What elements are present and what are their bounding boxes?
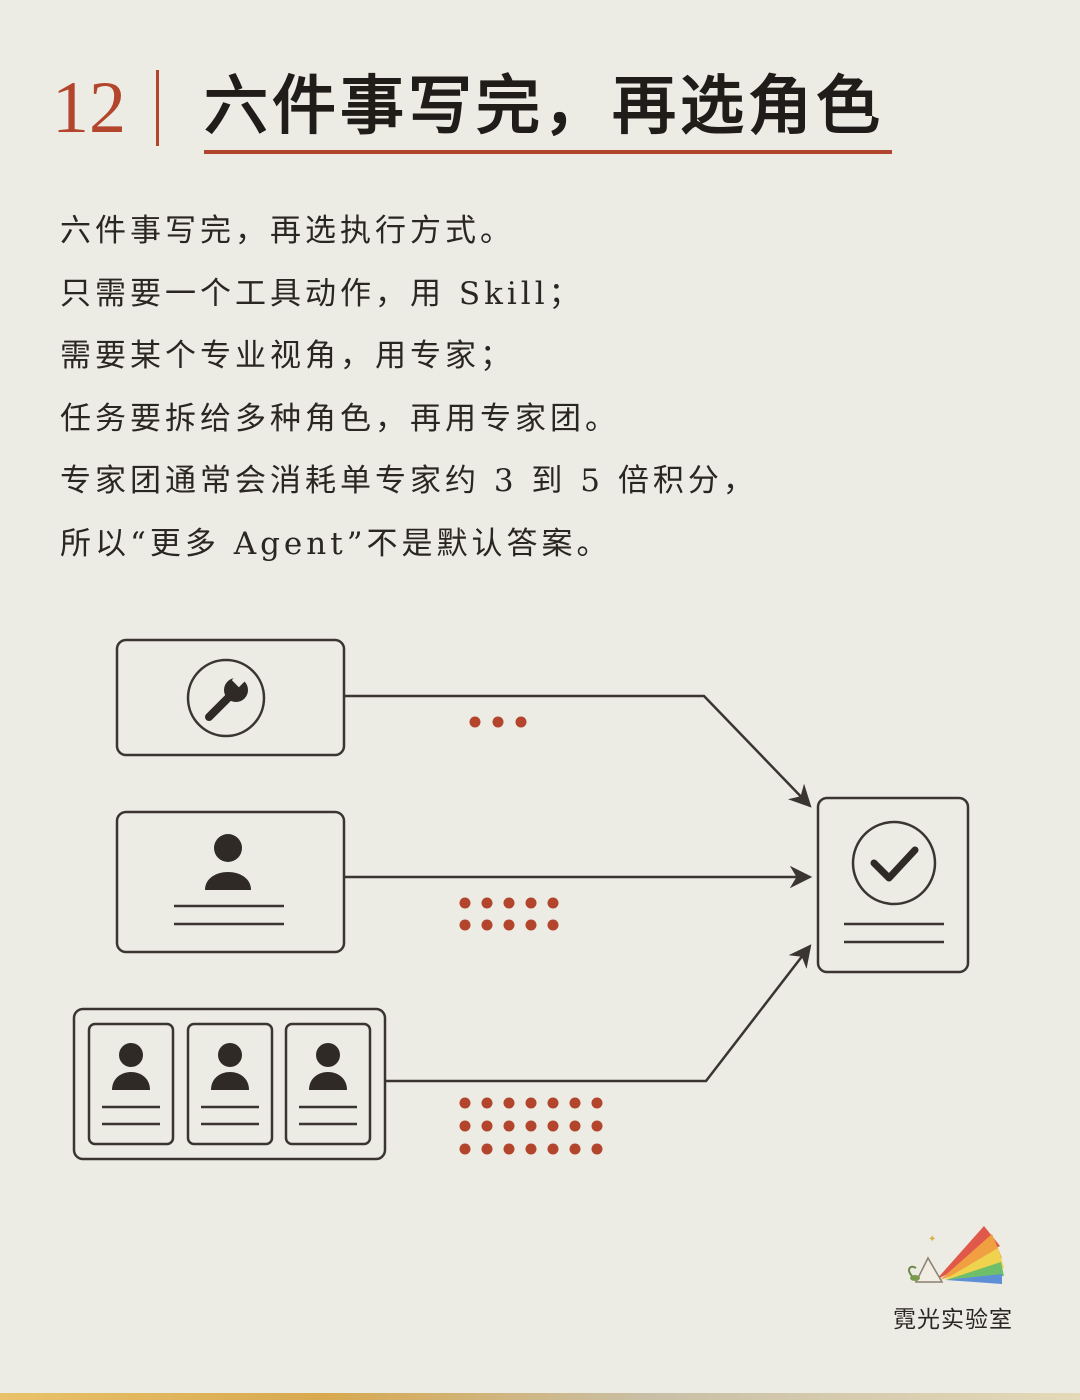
brand-logo: ✦ 霓光实验室 [888, 1218, 1028, 1338]
connector-team [385, 944, 812, 1083]
cost-dots-team [459, 1097, 603, 1155]
body-line: 只需要一个工具动作，用 Skill； [60, 275, 584, 312]
svg-text:✦: ✦ [928, 1234, 936, 1245]
check-icon [851, 820, 937, 906]
body-line: 专家团通常会消耗单专家约 3 到 5 倍积分， [60, 463, 758, 499]
expert-box [115, 810, 346, 954]
person-icon [218, 1043, 242, 1067]
skill-box [115, 638, 346, 757]
person-icon [316, 1043, 340, 1067]
bottom-stripe [0, 1393, 1080, 1400]
flow-diagram [72, 638, 970, 1161]
brand-name: 霓光实验室 [893, 1307, 1013, 1333]
body-line: 任务要拆给多种角色，再用专家团。 [60, 400, 620, 437]
page-title: 六件事写完，再选角色 [204, 70, 884, 144]
body-line: 需要某个专业视角，用专家； [60, 338, 515, 374]
team-member-card [284, 1022, 372, 1146]
section-number: 12 [52, 67, 126, 149]
result-box [816, 796, 970, 974]
body-text: 六件事写完，再选执行方式。 只需要一个工具动作，用 Skill； 需要某个专业视… [60, 200, 1020, 575]
person-icon [205, 834, 251, 890]
cost-dots-skill [469, 716, 527, 728]
rainbow-prism-icon: ✦ [908, 1226, 1004, 1284]
body-line: 六件事写完，再选执行方式。 [60, 213, 515, 249]
body-line: 所以“更多 Agent”不是默认答案。 [60, 525, 612, 562]
team-member-card [186, 1022, 274, 1146]
cost-dots-expert [459, 897, 559, 931]
expert-team-box [72, 1007, 387, 1161]
person-icon [119, 1043, 143, 1067]
title-underline [204, 150, 892, 154]
header-divider [156, 70, 159, 146]
connector-skill [344, 694, 812, 808]
page-header: 12 六件事写完，再选角色 [52, 62, 912, 162]
team-member-card [87, 1022, 175, 1146]
wrench-icon [186, 658, 266, 738]
